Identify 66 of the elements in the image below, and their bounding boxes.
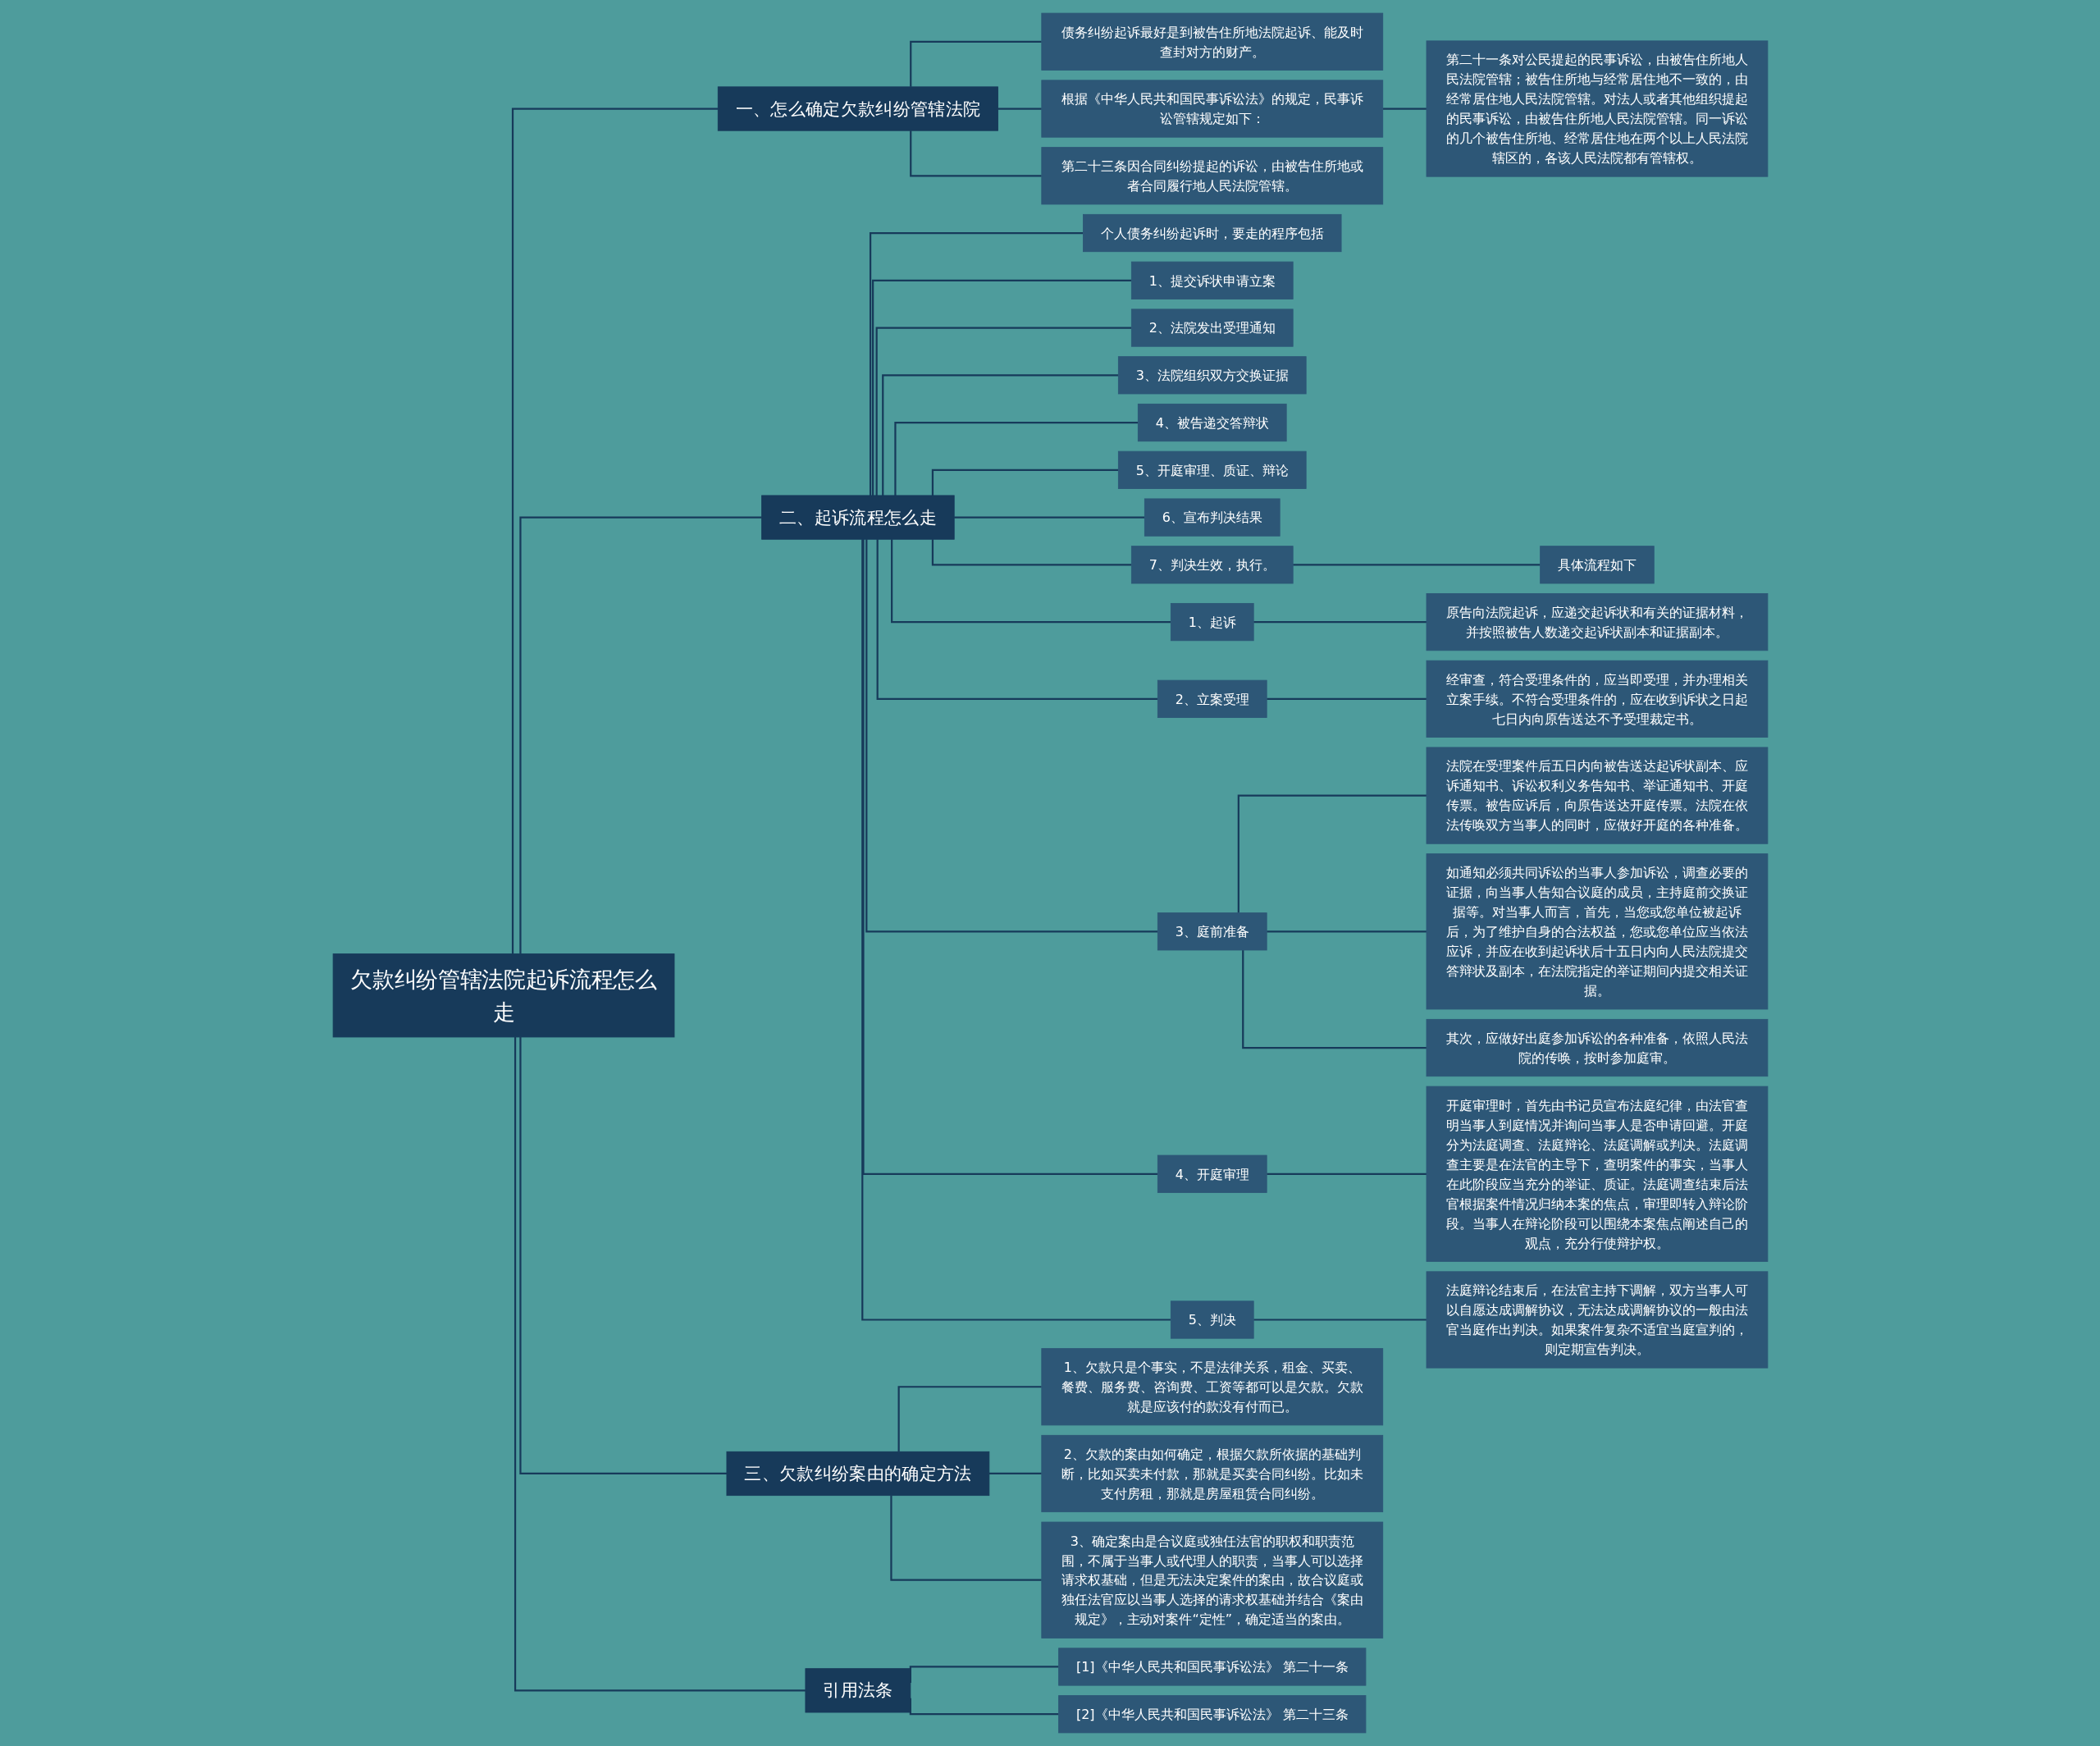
connector <box>1381 107 1427 110</box>
node-box <box>1130 261 1294 299</box>
node-box <box>1426 660 1768 738</box>
connector <box>890 539 1171 624</box>
connector <box>518 516 762 954</box>
connector <box>1265 1172 1427 1175</box>
node-box <box>1426 1086 1768 1262</box>
node-box <box>1130 546 1294 584</box>
node-box <box>1426 593 1768 651</box>
connector <box>931 468 1118 496</box>
node-box <box>1040 1348 1383 1426</box>
node-box <box>1426 1271 1768 1369</box>
connector <box>1265 930 1427 933</box>
node-box <box>1157 1154 1267 1193</box>
node-box <box>1144 498 1281 537</box>
node-box <box>1057 1648 1366 1686</box>
connector <box>881 374 1118 496</box>
connector <box>861 539 1157 1175</box>
node-box <box>1157 912 1267 951</box>
connector <box>1241 949 1427 1049</box>
node-box <box>1157 679 1267 718</box>
connector <box>893 421 1138 496</box>
node-box <box>1117 356 1307 395</box>
node-box <box>1130 309 1294 347</box>
connector <box>952 516 1144 519</box>
connector <box>988 1472 1042 1475</box>
connector <box>1291 564 1541 566</box>
connector <box>909 40 1042 87</box>
connector <box>518 1036 727 1475</box>
connector <box>1265 697 1427 700</box>
node-box <box>1040 1434 1383 1513</box>
connector <box>875 327 1131 496</box>
connector <box>876 539 1157 700</box>
node-box <box>1426 1018 1768 1077</box>
connector <box>889 1495 1042 1581</box>
connector <box>514 1036 806 1692</box>
connector <box>1252 1319 1427 1321</box>
node-box <box>332 953 674 1038</box>
node-box <box>1426 747 1768 844</box>
node-box <box>1040 80 1383 138</box>
node-box <box>1137 403 1287 442</box>
connector <box>865 539 1157 933</box>
connector <box>1237 794 1427 913</box>
node-box <box>717 86 998 131</box>
connector <box>869 231 1083 496</box>
node-box <box>1170 1300 1254 1339</box>
connector <box>909 130 1042 177</box>
node-box <box>1117 450 1307 489</box>
node-box <box>1426 40 1768 177</box>
node-box <box>760 495 955 540</box>
node-box <box>1170 603 1254 642</box>
connector <box>511 107 718 954</box>
node-box <box>1539 546 1655 584</box>
node-box <box>1040 1521 1383 1639</box>
connector <box>871 279 1131 496</box>
node-box <box>726 1451 989 1497</box>
connector <box>897 1386 1042 1452</box>
node-box <box>1057 1695 1366 1734</box>
node-box <box>1082 213 1341 253</box>
node-box <box>1040 12 1383 71</box>
connector <box>931 539 1131 566</box>
node-box <box>804 1668 911 1713</box>
node-box <box>1040 147 1383 205</box>
node-box <box>1426 853 1768 1010</box>
connector <box>861 539 1171 1321</box>
connector <box>1252 621 1427 624</box>
